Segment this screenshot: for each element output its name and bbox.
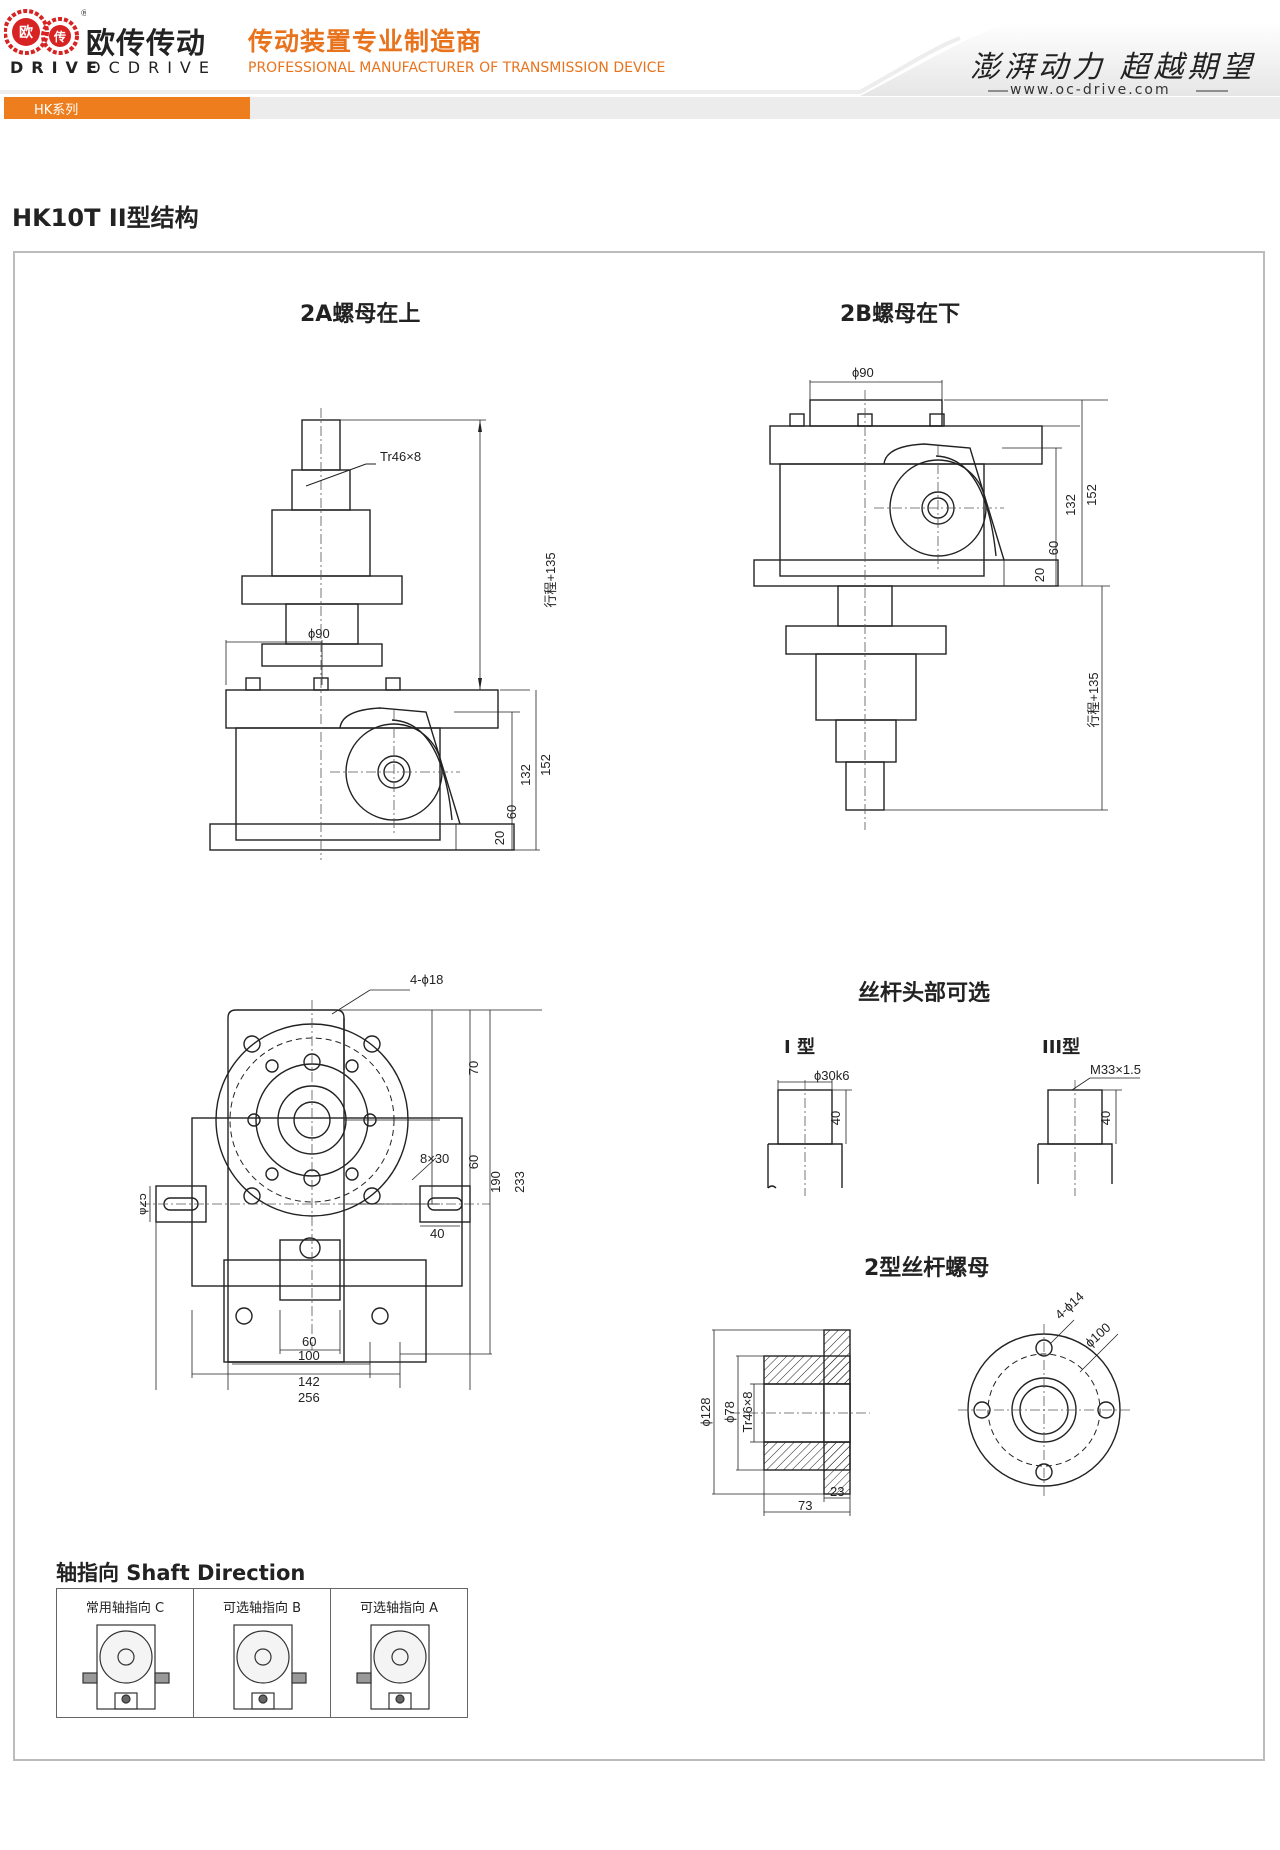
view-2a-title: 2A螺母在上: [300, 302, 421, 327]
label-thread: Tr46×8: [380, 449, 421, 464]
screw-type3-drawing: [1037, 1077, 1140, 1196]
label-type1-len: 40: [828, 1111, 843, 1125]
label-132-2b: 132: [1063, 494, 1078, 516]
website-url[interactable]: www.oc-drive.com: [1010, 82, 1171, 98]
view-2a-drawing: [209, 408, 540, 860]
nut-section-labels: ϕ128 ϕ78 Tr46×8 73 23: [698, 1391, 844, 1513]
nut-front-drawing: [958, 1319, 1130, 1496]
shaft-option-a[interactable]: 可选轴指向 A: [331, 1589, 467, 1717]
shaft-option-c[interactable]: 常用轴指向 C: [57, 1589, 194, 1717]
label-40: 40: [430, 1226, 444, 1241]
screw-head-title: 丝杆头部可选: [858, 981, 991, 1006]
plan-view-labels: 4-ϕ18 70 60 190 233 8×30 40 ϕ25 60 100 1…: [140, 972, 527, 1405]
view-2b-labels: ϕ90 152 132 60 20 行程+135: [852, 365, 1101, 728]
nut-title: 2型丝杆螺母: [864, 1256, 990, 1281]
plan-view-drawing: [140, 989, 542, 1390]
gearbox-icon: [82, 1624, 170, 1710]
screw-type1-drawing: [767, 1080, 852, 1196]
label-73: 73: [798, 1498, 812, 1513]
header-gray-band: [0, 0, 1280, 96]
logo-char-2: 传: [53, 29, 66, 44]
label-60: 60: [504, 805, 519, 819]
label-nut-thread: Tr46×8: [740, 1391, 755, 1432]
shaft-option-label: 可选轴指向 A: [359, 1601, 439, 1616]
label-w60: 60: [302, 1334, 316, 1349]
gearbox-icon: [356, 1624, 430, 1710]
label-phi128: ϕ128: [698, 1398, 713, 1427]
screw-type1-labels: ϕ30k6 40: [814, 1068, 849, 1125]
label-152: 152: [538, 754, 553, 776]
brand-logo: 欧 传 ®: [4, 9, 86, 55]
label-190: 190: [488, 1171, 503, 1193]
brand-name-cn: 欧传传动: [86, 26, 207, 60]
label-type1-dia: ϕ30k6: [814, 1068, 849, 1083]
series-label: HK系列: [34, 103, 79, 118]
registered-mark: ®: [80, 9, 86, 19]
label-type3-thread: M33×1.5: [1090, 1062, 1141, 1077]
label-20-2b: 20: [1032, 568, 1047, 582]
nut-front-labels: 4-ϕ14 ϕ100: [1052, 1290, 1114, 1351]
brand-name-en-right: OCDRIVE: [88, 58, 217, 77]
shaft-option-label: 可选轴指向 B: [222, 1601, 302, 1616]
label-152-2b: 152: [1084, 484, 1099, 506]
label-phi78: ϕ78: [722, 1401, 737, 1423]
nut-section-drawing: [712, 1329, 870, 1516]
label-holes: 4-ϕ18: [410, 972, 443, 987]
label-stroke: 行程+135: [543, 552, 558, 607]
view-2b-drawing: [753, 380, 1110, 830]
slogan-en: PROFESSIONAL MANUFACTURER OF TRANSMISSIO…: [248, 60, 666, 76]
page-header: 欧 传 ® 欧传传动 DRIVE OCDRIVE 传动装置专业制造商 PROFE…: [0, 0, 1280, 120]
screw-type3-title: III型: [1042, 1037, 1081, 1058]
page-title: HK10T II型结构: [12, 204, 199, 232]
label-phi90-2b: ϕ90: [852, 365, 874, 380]
label-phi100: ϕ100: [1082, 1320, 1114, 1351]
label-w256: 256: [298, 1390, 320, 1405]
label-60-plan: 60: [466, 1155, 481, 1169]
label-phi25: ϕ25: [140, 1193, 149, 1215]
motto: 澎湃动力 超越期望: [970, 50, 1256, 85]
shaft-option-label: 常用轴指向 C: [85, 1601, 165, 1616]
label-w142: 142: [298, 1374, 320, 1389]
label-20: 20: [492, 831, 507, 845]
slogan-cn: 传动装置专业制造商: [248, 27, 483, 56]
label-nut-holes: 4-ϕ14: [1052, 1290, 1087, 1322]
view-2b-title: 2B螺母在下: [840, 302, 961, 327]
series-bar-track: [250, 97, 1280, 119]
view-2a-labels: Tr46×8 ϕ90 行程+135 152 132 60 20: [308, 449, 558, 845]
series-bar: [4, 97, 250, 119]
brand-name-en-left: DRIVE: [10, 58, 105, 77]
shaft-option-b[interactable]: 可选轴指向 B: [194, 1589, 331, 1717]
screw-type3-labels: M33×1.5 40: [1090, 1062, 1141, 1125]
label-stroke-2b: 行程+135: [1086, 672, 1101, 727]
label-132: 132: [518, 764, 533, 786]
label-phi90: ϕ90: [308, 626, 330, 641]
shaft-direction-title: 轴指向 Shaft Direction: [56, 1561, 306, 1585]
label-type3-len: 40: [1098, 1111, 1113, 1125]
logo-char-1: 欧: [19, 24, 33, 41]
label-70: 70: [466, 1061, 481, 1075]
shaft-direction-table: 常用轴指向 C 可选轴指向 B 可选轴指向 A: [56, 1588, 468, 1718]
gearbox-icon: [233, 1624, 307, 1710]
label-w100: 100: [298, 1348, 320, 1363]
label-60-2b: 60: [1046, 541, 1061, 555]
label-23: 23: [830, 1484, 844, 1499]
label-key: 8×30: [420, 1151, 449, 1166]
drawing-frame: [13, 251, 1265, 1761]
screw-type1-title: I 型: [784, 1037, 815, 1058]
label-233: 233: [512, 1171, 527, 1193]
website-rules: [988, 90, 1228, 92]
